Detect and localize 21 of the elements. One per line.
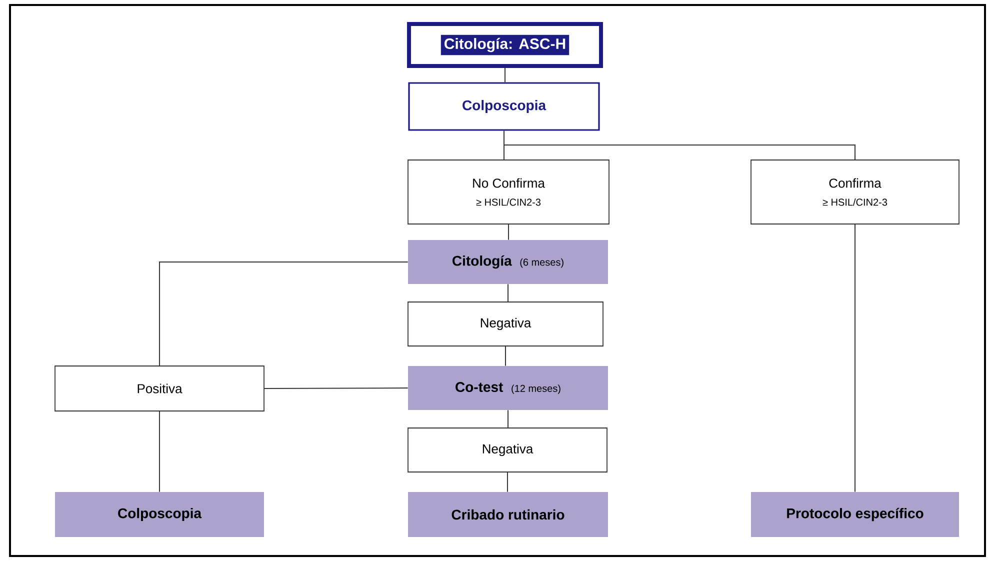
- result-box: Negativa: [408, 302, 604, 346]
- result-box: Confirma ≥ HSIL/CIN2-3: [750, 160, 960, 224]
- connector-line: [854, 224, 856, 492]
- connector-line: [159, 410, 160, 492]
- action-box: Colposcopia: [55, 492, 264, 537]
- connector-line: [504, 130, 856, 160]
- result-box: No Confirma ≥ HSIL/CIN2-3: [408, 160, 610, 224]
- connector-line: [159, 262, 408, 366]
- result-box: Negativa: [408, 428, 608, 472]
- connector-line: [508, 224, 509, 240]
- connector-line: [504, 68, 506, 83]
- action-box: Cribado rutinario: [408, 492, 608, 537]
- connector-line: [264, 388, 408, 389]
- result-box: Positiva: [54, 366, 264, 412]
- connector-line: [505, 346, 506, 366]
- connector-line: [507, 472, 508, 492]
- action-box: Co-test (12 meses): [408, 366, 608, 410]
- action-box: Protocolo específico: [751, 492, 959, 537]
- action-box: Citología (6 meses): [408, 240, 608, 284]
- process-box: Colposcopia: [408, 82, 600, 131]
- title-box: Citología: ASC-H: [407, 22, 603, 68]
